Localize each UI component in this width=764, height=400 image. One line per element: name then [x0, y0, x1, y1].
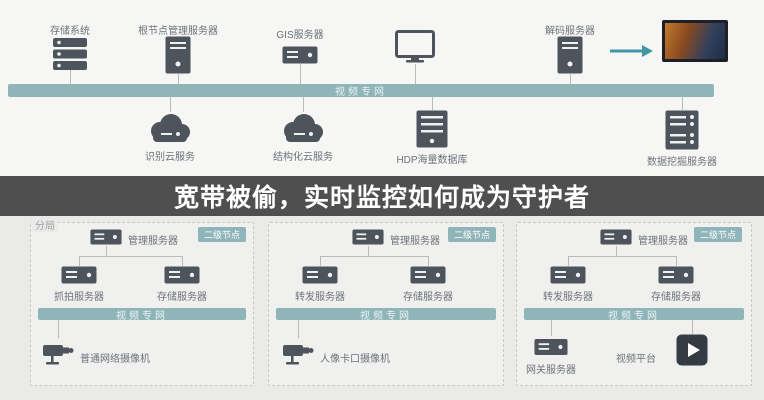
storage-stack-icon	[53, 38, 87, 70]
branch-section-label: 分局	[32, 217, 58, 232]
mgmt-server-icon	[352, 229, 384, 245]
video-platform-label: 视频平台	[616, 354, 656, 365]
connector-line	[58, 320, 59, 338]
connector-line	[79, 256, 80, 266]
mgmt-server-label: 管理服务器	[390, 236, 440, 247]
connector-line	[368, 246, 369, 256]
data-mining-server-label: 数据挖掘服务器	[647, 157, 717, 168]
headline-text: 宽带被偷，实时监控如何成为守护者	[173, 184, 590, 212]
group-video-network-bar-label: 视频专网	[116, 310, 168, 322]
gateway-server-icon	[534, 338, 568, 356]
video-platform-play-icon	[676, 334, 708, 366]
connector-line	[320, 256, 428, 257]
connector-line	[616, 246, 617, 256]
storage-system-label: 存储系统	[50, 26, 90, 37]
headline-banner: 宽带被偷，实时监控如何成为守护者	[0, 176, 764, 216]
storage-server-icon	[658, 266, 694, 284]
group-video-network-bar: 视频专网	[524, 308, 744, 322]
mgmt-server-icon	[90, 229, 122, 245]
root-node-mgmt-server-label: 根节点管理服务器	[138, 26, 218, 37]
secondary-node-badge: 二级节点	[198, 227, 247, 242]
storage-server-icon	[410, 266, 446, 284]
connector-line	[320, 256, 321, 266]
network-camera-icon	[42, 340, 74, 366]
storage-server-label: 存储服务器	[157, 292, 207, 303]
connector-line	[106, 246, 107, 256]
storage-server-icon	[164, 266, 200, 284]
structuring-cloud-icon	[280, 112, 326, 144]
secondary-node-badge: 二级节点	[694, 227, 743, 242]
connector-line	[568, 256, 569, 266]
forward-server-icon	[550, 266, 586, 284]
connector-line	[415, 64, 416, 84]
connector-line	[551, 320, 552, 336]
recognition-cloud-icon	[147, 112, 193, 144]
capture-server-label: 抓拍服务器	[54, 292, 104, 303]
connector-line	[303, 97, 304, 112]
gateway-server-label: 网关服务器	[526, 365, 576, 376]
forward-server-label: 转发服务器	[543, 292, 593, 303]
video-network-bar-label: 视频专网	[335, 87, 387, 98]
connector-line	[182, 256, 183, 266]
face-capture-camera-icon	[282, 340, 314, 366]
storage-server-label: 存储服务器	[403, 292, 453, 303]
forward-server-label: 转发服务器	[295, 292, 345, 303]
group-video-network-bar: 视频专网	[276, 308, 496, 322]
hdp-database-label: HDP海量数据库	[396, 155, 468, 166]
connector-line	[178, 74, 179, 84]
branch-group-2	[268, 222, 504, 386]
decode-server-icon	[557, 36, 583, 74]
capture-server-icon	[61, 266, 97, 284]
network-camera-label: 普通网络摄像机	[80, 354, 150, 365]
connector-line	[682, 97, 683, 110]
connector-line	[676, 256, 677, 266]
connector-line	[300, 64, 301, 84]
connector-line	[70, 70, 71, 84]
flow-arrow-icon	[610, 44, 654, 63]
forward-server-icon	[302, 266, 338, 284]
data-mining-server-icon	[665, 110, 699, 150]
hdp-database-icon	[416, 110, 448, 148]
mgmt-server-icon	[600, 229, 632, 245]
monitor-icon	[395, 30, 435, 64]
group-video-network-bar-label: 视频专网	[360, 310, 412, 322]
structuring-cloud-label: 结构化云服务	[273, 152, 333, 163]
gis-server-label: GIS服务器	[276, 30, 324, 41]
wall-display-icon	[662, 20, 728, 62]
connector-line	[692, 320, 693, 334]
connector-line	[170, 97, 171, 112]
connector-line	[428, 256, 429, 266]
connector-line	[432, 97, 433, 110]
secondary-node-badge: 二级节点	[448, 227, 497, 242]
video-network-bar: 视频专网	[8, 84, 714, 98]
tower-server-icon	[165, 36, 191, 74]
connector-line	[568, 256, 676, 257]
recognition-cloud-label: 识别云服务	[145, 152, 195, 163]
mgmt-server-label: 管理服务器	[128, 236, 178, 247]
group-video-network-bar-label: 视频专网	[608, 310, 660, 322]
decode-server-label: 解码服务器	[545, 26, 595, 37]
connector-line	[79, 256, 182, 257]
branch-group-1	[30, 222, 254, 386]
gis-server-icon	[282, 46, 318, 64]
connector-line	[298, 320, 299, 338]
face-capture-camera-label: 人像卡口摄像机	[320, 354, 390, 365]
mgmt-server-label: 管理服务器	[638, 236, 688, 247]
group-video-network-bar: 视频专网	[38, 308, 246, 322]
branch-group-3	[516, 222, 752, 386]
wall-display-screen	[665, 23, 725, 59]
storage-server-label: 存储服务器	[651, 292, 701, 303]
connector-line	[570, 74, 571, 84]
